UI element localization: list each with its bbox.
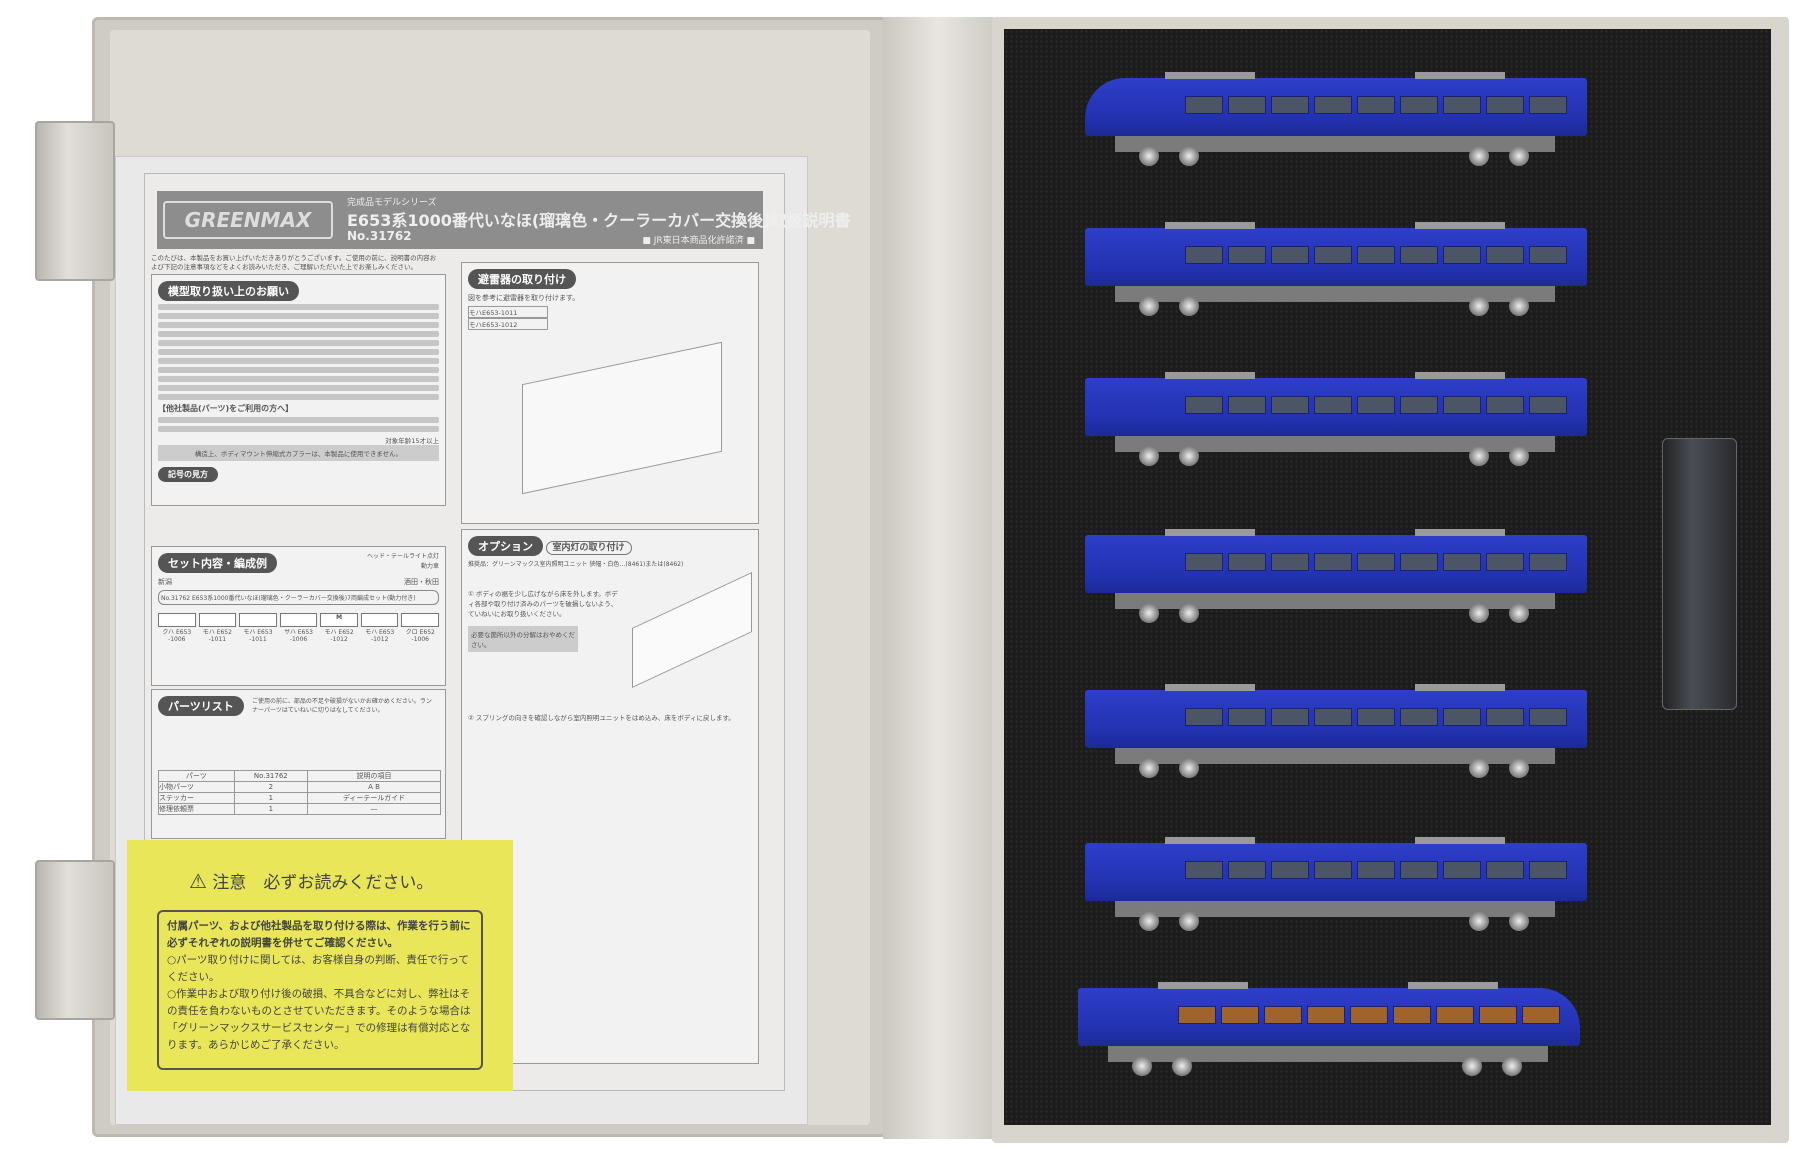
symbols-title: 記号の見方 <box>158 467 218 482</box>
other-parts-title: 【他社製品(パーツ)をご利用の方へ】 <box>158 404 294 413</box>
parts-cell: — <box>306 803 442 815</box>
set-title: セット内容・編成例 <box>158 553 277 573</box>
section-b-text: 図を参考に避雷器を取り付けます。 <box>468 294 580 302</box>
interior-light-diagram <box>632 572 752 688</box>
parts-col-header: パーツ <box>158 770 235 782</box>
parts-cell: 小物パーツ <box>158 781 235 793</box>
option-step2: ② スプリングの向きを確認しながら室内照明ユニットをはめ込み、床をボディに戻しま… <box>468 714 735 722</box>
case-hinge-bottom <box>35 860 115 1020</box>
set-contents-section: セット内容・編成例 ヘッド・テールライト点灯 動力車 新潟 酒田・秋田 No.3… <box>151 546 446 686</box>
section-b-car: モハE653-1011 <box>468 306 548 318</box>
parts-cell: 1 <box>233 792 308 804</box>
headlight-note: ヘッド・テールライト点灯 <box>366 553 439 560</box>
option-recommend: 推奨品：グリーンマックス室内照明ユニット 狭幅・白色…(8461)または(846… <box>468 561 684 568</box>
manual-header: GREENMAX 完成品モデルシリーズ E653系1000番代いなほ(瑠璃色・ク… <box>157 191 851 249</box>
parts-list-section: パーツリスト ご使用の前に、部品の不足や破損がないかお確かめください。ランナーパ… <box>151 689 446 839</box>
warning-icon: ⚠ <box>189 869 207 893</box>
formation-car: クロ E652 -1006 <box>405 629 435 643</box>
manual-intro: このたびは、本製品をお買い上げいただきありがとうございます。ご使用の前に、説明書… <box>151 254 437 271</box>
manual-title: E653系1000番代いなほ(瑠璃色・クーラーカバー交換後)取扱説明書 <box>347 211 851 230</box>
direction-right: 酒田・秋田 <box>404 578 439 586</box>
parts-cell: A B <box>306 781 442 793</box>
section-b: 避雷器の取り付け 図を参考に避雷器を取り付けます。 モハE653-1011 モハ… <box>461 262 759 524</box>
caution-label: ⚠ 注意 必ずお読みください。 付属パーツ、および他社製品を取り付ける際は、作業… <box>127 840 513 1091</box>
caution-line: ○作業中および取り付け後の破損、不具合などに対し、弊社はその責任を負わないものと… <box>167 988 471 1051</box>
direction-left: 新潟 <box>158 578 172 586</box>
caution-line: 付属パーツ、および他社製品を取り付ける際は、作業を行う前に必ずそれぞれの説明書を… <box>167 920 471 949</box>
caution-line: ○パーツ取り付けに関しては、お客様自身の判断、責任で行ってください。 <box>167 954 469 983</box>
parts-note: ご使用の前に、部品の不足や破損がないかお確かめください。ランナーパーツはていねい… <box>252 698 432 714</box>
handling-title: 模型取り扱い上のお願い <box>158 281 299 301</box>
option-warning: 必要な箇所以外の分解はおやめください。 <box>468 626 578 652</box>
formation-diagram: クハ E653 -1006 モハ E652 -1011 モハ E653 -101… <box>158 613 440 643</box>
section-b-title: 避雷器の取り付け <box>468 269 576 289</box>
parts-cell: ステッカー <box>158 792 235 804</box>
caution-heading: ⚠ 注意 必ずお読みください。 <box>189 868 433 893</box>
option-label: オプション <box>468 536 543 556</box>
manual-number: No.31762 <box>347 229 412 243</box>
formation-car: サハ E653 -1006 <box>284 629 313 643</box>
formation-car: モハ E653 -1012 <box>365 629 395 643</box>
formation-car: モハ E652 -1011 <box>202 629 232 643</box>
parts-col-header: No.31762 <box>233 770 308 782</box>
coupler-warning: 構造上、ボディマウント伸縮式カプラーは、本製品に使用できません。 <box>158 445 439 461</box>
handling-section: 模型取り扱い上のお願い 【他社製品(パーツ)をご利用の方へ】 対象年齢15才以上… <box>151 274 446 506</box>
greenmax-logo: GREENMAX <box>163 201 333 239</box>
set-name: No.31762 E653系1000番代いなほ(瑠璃色・クーラーカバー交換後)7… <box>158 590 439 605</box>
parts-col-header: 説明の項目 <box>306 770 442 782</box>
parts-cell: 修理依頼票 <box>158 803 235 815</box>
parts-cell: ディーテールガイド <box>306 792 442 804</box>
license-note: ■ JR東日本商品化許諾済 ■ <box>642 236 755 246</box>
option-title: 室内灯の取り付け <box>545 541 632 555</box>
age-note: 対象年齢15才以上 <box>385 437 439 445</box>
lightning-arrester-diagram <box>522 341 722 495</box>
section-b-car: モハE653-1012 <box>468 318 548 330</box>
parts-cell: 1 <box>233 803 308 815</box>
caution-box: 付属パーツ、および他社製品を取り付ける際は、作業を行う前に必ずそれぞれの説明書を… <box>157 910 483 1070</box>
option-step1: ① ボディの裾を少し広げながら床を外します。ボディ各部や取り付け済みのパーツを破… <box>468 590 618 618</box>
formation-car: モハ E652 -1012 <box>324 629 354 643</box>
motor-note: 動力車 <box>420 563 439 570</box>
parts-title: パーツリスト <box>158 696 244 716</box>
caution-heading-text: 注意 必ずお読みください。 <box>212 873 434 893</box>
case-hinge-top <box>35 121 115 281</box>
formation-car: モハ E653 -1011 <box>243 629 273 643</box>
manual-series: 完成品モデルシリーズ <box>347 198 437 208</box>
parts-cell: 2 <box>233 781 308 793</box>
case-spine <box>883 17 993 1139</box>
formation-car: クハ E653 -1006 <box>162 629 192 643</box>
accessory-bag <box>1662 438 1737 710</box>
